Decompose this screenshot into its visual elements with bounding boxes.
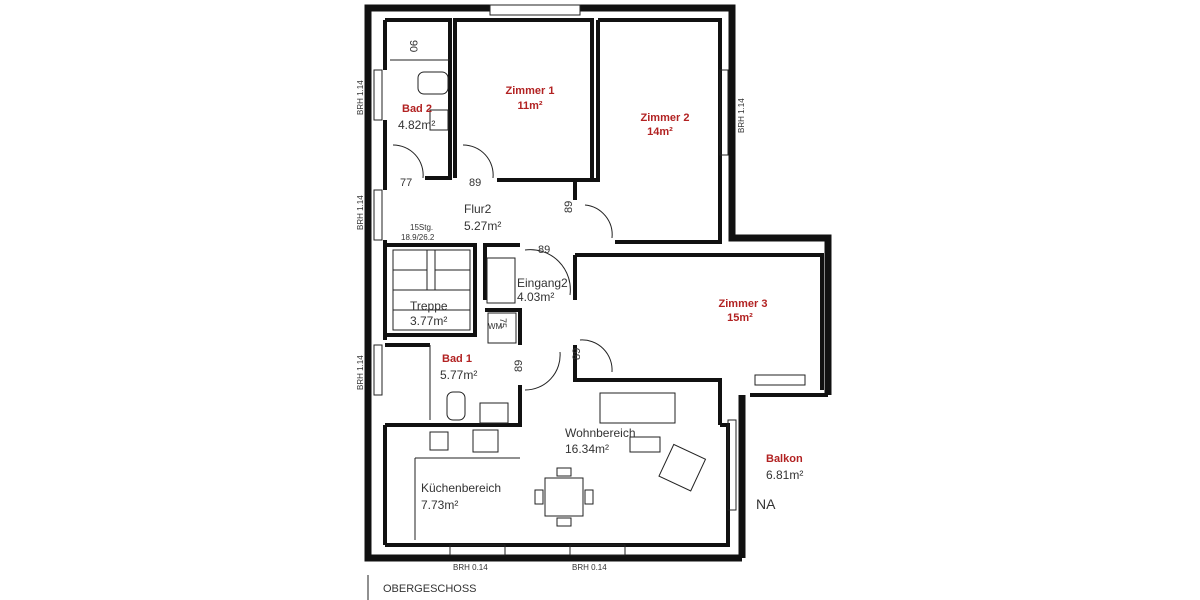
room-name-treppe: Treppe <box>410 299 448 313</box>
armchair <box>658 443 707 492</box>
sink-bad1 <box>479 402 509 424</box>
window-top <box>489 4 581 16</box>
door-eingang <box>524 249 571 296</box>
room-name-zimmer1: Zimmer 1 <box>506 85 555 97</box>
room-area-wohnbereich: 16.34m² <box>565 442 609 456</box>
dining-table <box>544 477 584 517</box>
brh-label-kitchen: BRH 0.14 <box>453 563 488 572</box>
sofa <box>599 392 676 424</box>
label-wm: WM <box>488 322 503 331</box>
toilet-bad2 <box>417 71 449 95</box>
room-name-bad1: Bad 1 <box>442 353 472 365</box>
stove <box>472 429 499 453</box>
brh-label-bad2: BRH 1.14 <box>356 80 365 115</box>
fixtures <box>390 59 707 540</box>
washing-machine <box>487 312 517 344</box>
room-area-balkon: 6.81m² <box>766 468 803 482</box>
door-zimmer1 <box>462 144 494 179</box>
doors <box>392 144 613 391</box>
door-bad1 <box>524 351 561 391</box>
room-name-flur2: Flur2 <box>464 202 492 216</box>
dim-bad1-door: 89 <box>513 360 525 372</box>
door-zimmer3 <box>579 339 613 373</box>
dim-eingang-door: 89 <box>538 244 550 256</box>
windows <box>373 69 806 556</box>
brh-label-living: BRH 0.14 <box>572 563 607 572</box>
room-area-zimmer2: 14m² <box>647 126 673 138</box>
door-bad2 <box>392 144 424 179</box>
brh-label-bad1: BRH 1.14 <box>356 355 365 390</box>
dim-bad2-door: 77 <box>400 177 412 189</box>
room-name-bad2: Bad 2 <box>402 103 432 115</box>
dim-shower: 90 <box>407 40 419 52</box>
room-area-zimmer3: 15m² <box>727 312 753 324</box>
room-name-wohnbereich: Wohnbereich <box>565 426 636 440</box>
sink-bad2 <box>429 109 449 131</box>
dim-zimmer2-door: 89 <box>563 201 575 213</box>
kitchen-sink <box>429 431 449 451</box>
outer-walls <box>364 4 832 562</box>
dim-zimmer1-door: 89 <box>469 177 481 189</box>
coffee-table <box>629 436 661 453</box>
toilet-bad1 <box>446 391 466 421</box>
plan-title: OBERGESCHOSS <box>383 583 477 595</box>
room-name-eingang2: Eingang2 <box>517 276 568 290</box>
room-area-bad1: 5.77m² <box>440 368 477 382</box>
balkon-note: NA <box>756 496 776 512</box>
brh-label-zimmer2: BRH 1.14 <box>737 98 746 133</box>
room-name-kuechenbereich: Küchenbereich <box>421 481 501 495</box>
brh-label-flur: BRH 1.14 <box>356 195 365 230</box>
interior-walls <box>383 18 824 547</box>
room-area-flur2: 5.27m² <box>464 219 501 233</box>
room-area-eingang2: 4.03m² <box>517 290 554 304</box>
stair-steps: 15Stg. <box>410 223 433 232</box>
room-name-zimmer3: Zimmer 3 <box>719 298 768 310</box>
room-area-treppe: 3.77m² <box>410 314 447 328</box>
stair-dims: 18.9/26.2 <box>401 233 435 242</box>
dim-wm: 75 <box>498 318 508 328</box>
room-area-kuechenbereich: 7.73m² <box>421 498 458 512</box>
room-name-zimmer2: Zimmer 2 <box>641 112 690 124</box>
wardrobe <box>486 257 516 304</box>
door-zimmer2 <box>584 204 613 239</box>
room-name-balkon: Balkon <box>766 453 803 465</box>
room-area-zimmer1: 11m² <box>517 100 542 112</box>
room-area-bad2: 4.82m² <box>398 118 435 132</box>
dim-zimmer3-door: 89 <box>571 348 583 360</box>
